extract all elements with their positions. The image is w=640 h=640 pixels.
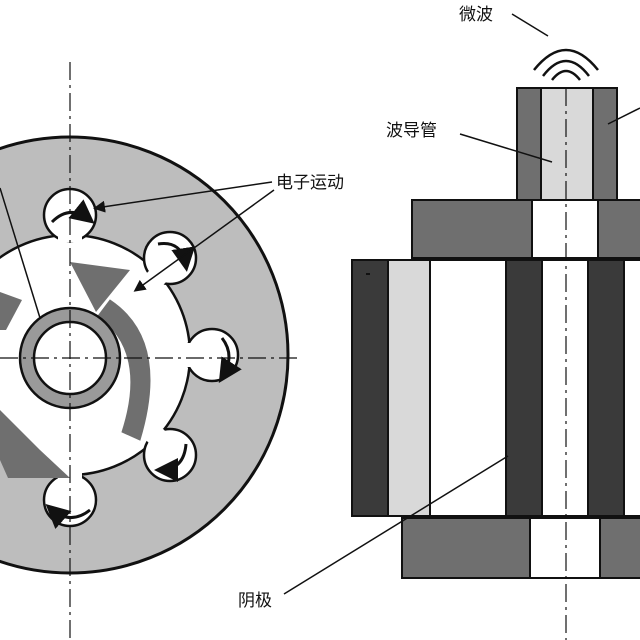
- electron-arc-bottom: [45, 503, 91, 529]
- microwave-emission-icon: [533, 48, 599, 81]
- big-arrow-lower-left: [0, 410, 70, 478]
- interaction-region-right: [623, 259, 640, 517]
- big-arrow-upper-left: [0, 292, 22, 330]
- leader-waveguide: [459, 133, 553, 163]
- left-outer-wall: [351, 259, 389, 517]
- leader-cathode-left: [0, 187, 41, 319]
- label-microwave: 微波: [459, 5, 493, 25]
- leader-cathode: [283, 455, 509, 595]
- bottom-pole-window: [529, 517, 601, 579]
- cross-section-view: [0, 62, 300, 640]
- label-electron-motion: 电子运动: [276, 173, 344, 193]
- leader-electron-motion-space: [133, 189, 275, 292]
- label-waveguide: 波导管: [386, 121, 437, 141]
- cathode-left-column: [505, 259, 543, 517]
- cathode-right-column: [587, 259, 625, 517]
- big-arrow-right-body: [97, 299, 151, 441]
- waveguide-channel: [540, 87, 594, 201]
- bottom-pole-piece: [401, 517, 640, 579]
- top-pole-piece: [411, 199, 640, 259]
- electron-motion-arrows: [0, 262, 151, 478]
- electron-arc-right: [218, 337, 242, 384]
- anode-left-section: [387, 259, 431, 517]
- top-pole-window: [531, 199, 599, 259]
- label-cathode: 阴极: [238, 591, 272, 611]
- side-view: [351, 48, 640, 640]
- leader-microwave: [511, 13, 549, 37]
- cathode-center-axis: [541, 259, 589, 517]
- cavity-electron-arcs: [45, 199, 242, 529]
- waveguide-wall-left: [516, 87, 542, 201]
- leader-electron-motion-cavity: [93, 181, 273, 213]
- annotations: 微波 波导管 电子运动 阴极: [93, 5, 640, 611]
- leader-right-waveguide-wall: [607, 107, 640, 125]
- interaction-region-left: [429, 259, 507, 517]
- big-arrow-right-head: [70, 262, 130, 312]
- waveguide-wall-right: [592, 87, 618, 201]
- electron-arc-upper-right: [157, 241, 196, 272]
- electron-arc-top: [50, 199, 95, 224]
- electron-arc-lower-right: [154, 443, 188, 482]
